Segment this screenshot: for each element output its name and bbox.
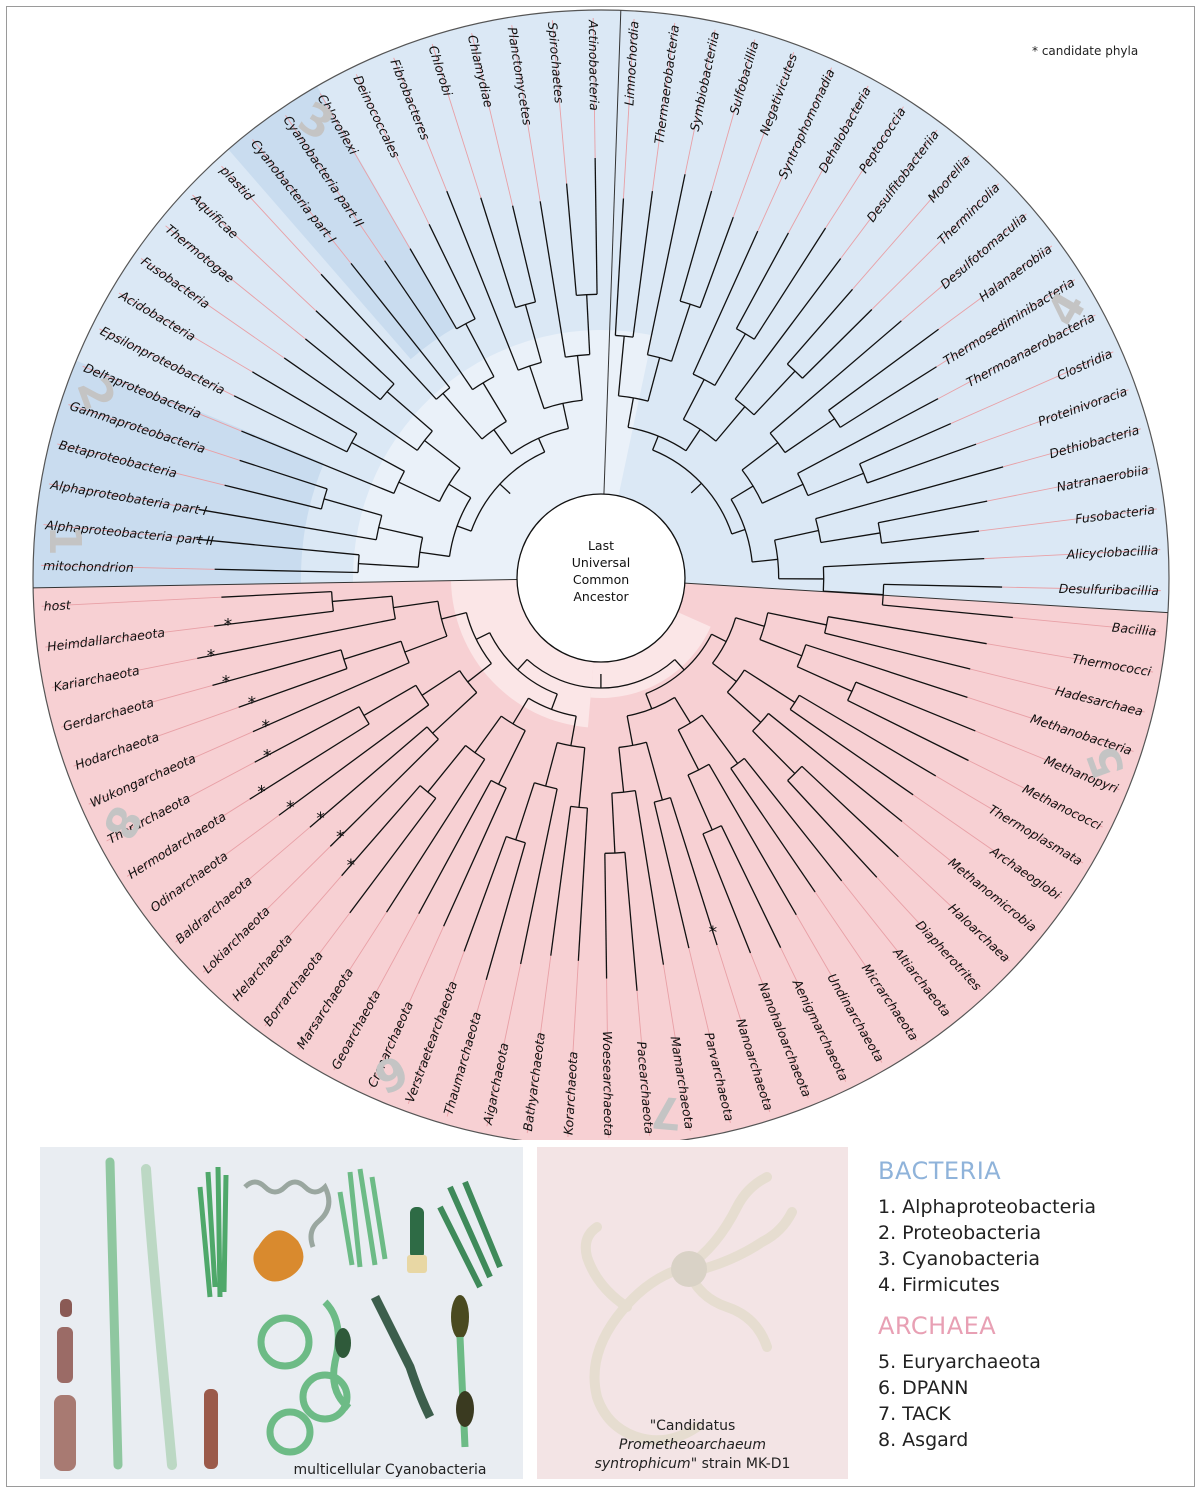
- luca-label: Universal: [572, 555, 630, 570]
- caption-line-2: Prometheoarchaeum: [545, 1436, 840, 1455]
- legend: BACTERIA 1. Alphaproteobacteria 2. Prote…: [878, 1157, 1178, 1453]
- candidate-phyla-note: * candidate phyla: [1032, 44, 1138, 58]
- candidate-star: *: [347, 856, 356, 876]
- clade-number: 7: [649, 1085, 684, 1138]
- leaf-label: mitochondrion: [43, 558, 134, 575]
- legend-item: 4. Firmicutes: [878, 1272, 1178, 1298]
- legend-archaea-heading: ARCHAEA: [878, 1312, 1178, 1340]
- legend-bacteria-list: 1. Alphaproteobacteria 2. Proteobacteria…: [878, 1194, 1178, 1298]
- tree-of-life-diagram: ActinobacteriaSpirochaetesPlanctomycetes…: [0, 0, 1203, 1140]
- legend-bacteria-heading: BACTERIA: [878, 1157, 1178, 1185]
- species-epithet: syntrophicum: [595, 1456, 691, 1472]
- candidate-star: *: [709, 923, 718, 943]
- legend-item: 5. Euryarchaeota: [878, 1349, 1178, 1375]
- legend-item: 2. Proteobacteria: [878, 1220, 1178, 1246]
- cyanobacteria-illustration: [40, 1147, 523, 1479]
- legend-archaea-list: 5. Euryarchaeota 6. DPANN 7. TACK 8. Asg…: [878, 1349, 1178, 1453]
- legend-item: 6. DPANN: [878, 1375, 1178, 1401]
- clade-number: 1: [39, 525, 90, 556]
- cyanobacteria-caption: multicellular Cyanobacteria: [270, 1461, 510, 1480]
- leaf-label: Desulfuribacillia: [1059, 581, 1160, 598]
- candidate-star: *: [336, 828, 345, 848]
- caption-line-1: "Candidatus: [545, 1417, 840, 1436]
- legend-item: 8. Asgard: [878, 1427, 1178, 1453]
- strain-text: " strain MK-D1: [691, 1456, 791, 1472]
- candidate-star: *: [261, 717, 270, 737]
- candidate-star: *: [263, 747, 272, 767]
- candidate-star: *: [316, 809, 325, 829]
- candidate-star: *: [248, 694, 257, 714]
- leaf-label: Woesearchaeota: [600, 1031, 616, 1136]
- caption-line-3: syntrophicum" strain MK-D1: [545, 1455, 840, 1474]
- luca-label: Ancestor: [573, 589, 629, 604]
- leaf-label: host: [43, 597, 72, 613]
- candidate-star: *: [286, 798, 295, 818]
- prometheoarchaeum-image-panel: "Candidatus Prometheoarchaeum syntrophic…: [537, 1147, 848, 1479]
- legend-item: 1. Alphaproteobacteria: [878, 1194, 1178, 1220]
- luca-center: LastUniversalCommonAncestor: [517, 494, 685, 662]
- cyanobacteria-image-panel: multicellular Cyanobacteria: [40, 1147, 523, 1479]
- prometheoarchaeum-caption: "Candidatus Prometheoarchaeum syntrophic…: [545, 1417, 840, 1474]
- leaf-label: Actinobacteria: [586, 19, 602, 111]
- candidate-star: *: [222, 673, 231, 693]
- legend-item: 7. TACK: [878, 1401, 1178, 1427]
- candidate-star: *: [207, 647, 216, 667]
- luca-label: Last: [588, 538, 614, 553]
- legend-item: 3. Cyanobacteria: [878, 1246, 1178, 1272]
- candidate-star: *: [257, 783, 266, 803]
- luca-label: Common: [573, 572, 629, 587]
- candidate-star: *: [224, 615, 233, 635]
